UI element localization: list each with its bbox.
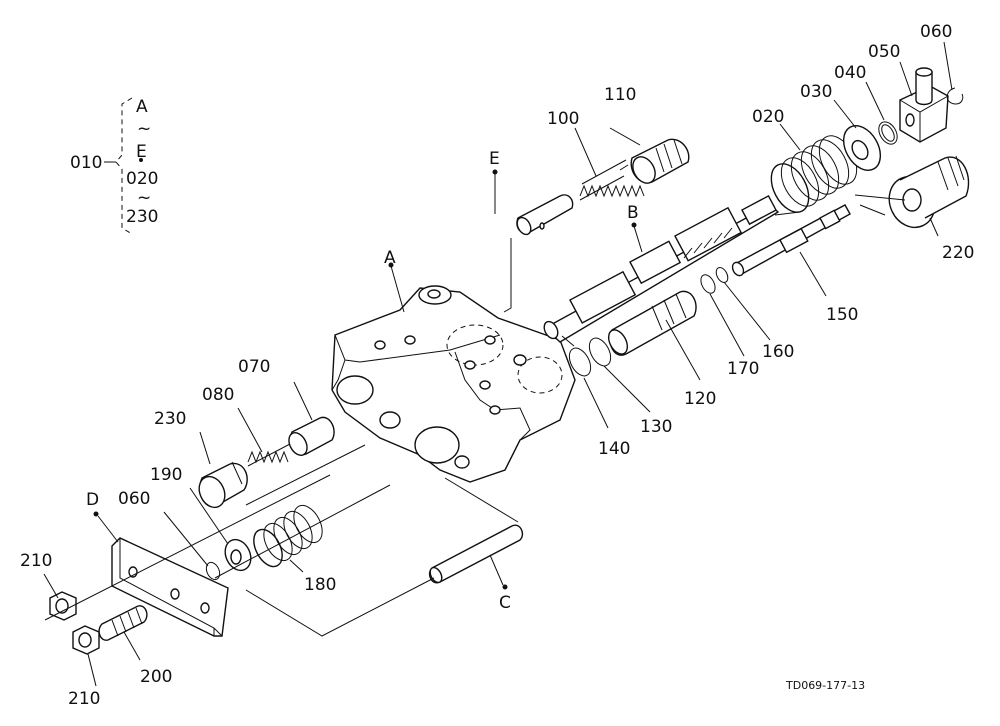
o-ring-170 (700, 274, 716, 294)
group-line-6: 230 (126, 207, 158, 227)
spring-180 (253, 504, 323, 568)
callout-210-lower: 210 (68, 689, 100, 709)
callout-160: 160 (762, 342, 794, 362)
callout-210-upper: 210 (20, 551, 52, 571)
assembly-lines (43, 41, 953, 687)
callout-030: 030 (800, 82, 832, 102)
group-line-2: ~ (137, 119, 151, 139)
callout-200: 200 (140, 667, 172, 687)
group-line-1: A (136, 97, 148, 117)
spring-020 (770, 135, 858, 213)
screw-200 (98, 605, 148, 641)
callout-a: A (384, 248, 396, 268)
o-ring-160 (715, 267, 729, 283)
callout-060-top: 060 (920, 22, 952, 42)
callout-100: 100 (547, 109, 579, 129)
callout-230: 230 (154, 409, 186, 429)
spring-100 (579, 159, 645, 201)
callout-190: 190 (150, 465, 182, 485)
sleeve-120 (607, 290, 697, 356)
spool-b (543, 194, 780, 343)
circlip-060-top (946, 87, 964, 105)
callout-110: 110 (604, 85, 636, 105)
callout-080: 080 (202, 385, 234, 405)
callout-140: 140 (598, 439, 630, 459)
group-line-5: ~ (137, 188, 151, 208)
group-line-3: E (136, 142, 147, 162)
guide-220 (854, 155, 970, 229)
callout-060-lower: 060 (118, 489, 150, 509)
o-ring-140 (568, 347, 592, 377)
pin-e (516, 194, 574, 236)
callout-120: 120 (684, 389, 716, 409)
group-line-4: 020 (126, 169, 158, 189)
callout-130: 130 (640, 417, 672, 437)
callout-040: 040 (834, 63, 866, 83)
plug-110 (630, 138, 690, 184)
callout-070: 070 (238, 357, 270, 377)
nut-210-lower (72, 625, 100, 655)
figure-id: TD069-177-13 (785, 679, 865, 692)
spring-080 (247, 443, 291, 467)
callout-180: 180 (304, 575, 336, 595)
reference-dots (93, 158, 637, 590)
block-050 (899, 67, 949, 143)
callout-b: B (627, 203, 639, 223)
circlip-060-lower (205, 561, 221, 581)
callout-170: 170 (727, 359, 759, 379)
callout-020: 020 (752, 107, 784, 127)
callout-c: C (499, 593, 511, 613)
o-ring-130 (588, 337, 612, 367)
valve-body (331, 285, 576, 483)
group-bracket: 010 A ~ E 020 ~ 230 (70, 97, 158, 235)
group-number: 010 (70, 153, 102, 173)
callout-050: 050 (868, 42, 900, 62)
washer-030 (842, 125, 882, 171)
poppet-070 (288, 416, 335, 456)
snap-ring-040 (878, 121, 898, 145)
callout-e: E (489, 149, 500, 169)
spool-150 (731, 204, 851, 277)
callout-labels: A B C D E 020 030 040 050 060 070 080 10… (20, 22, 974, 709)
callout-220: 220 (942, 243, 974, 263)
pin-c (428, 524, 524, 584)
callout-d: D (86, 490, 99, 510)
plug-230 (198, 461, 248, 509)
callout-150: 150 (826, 305, 858, 325)
